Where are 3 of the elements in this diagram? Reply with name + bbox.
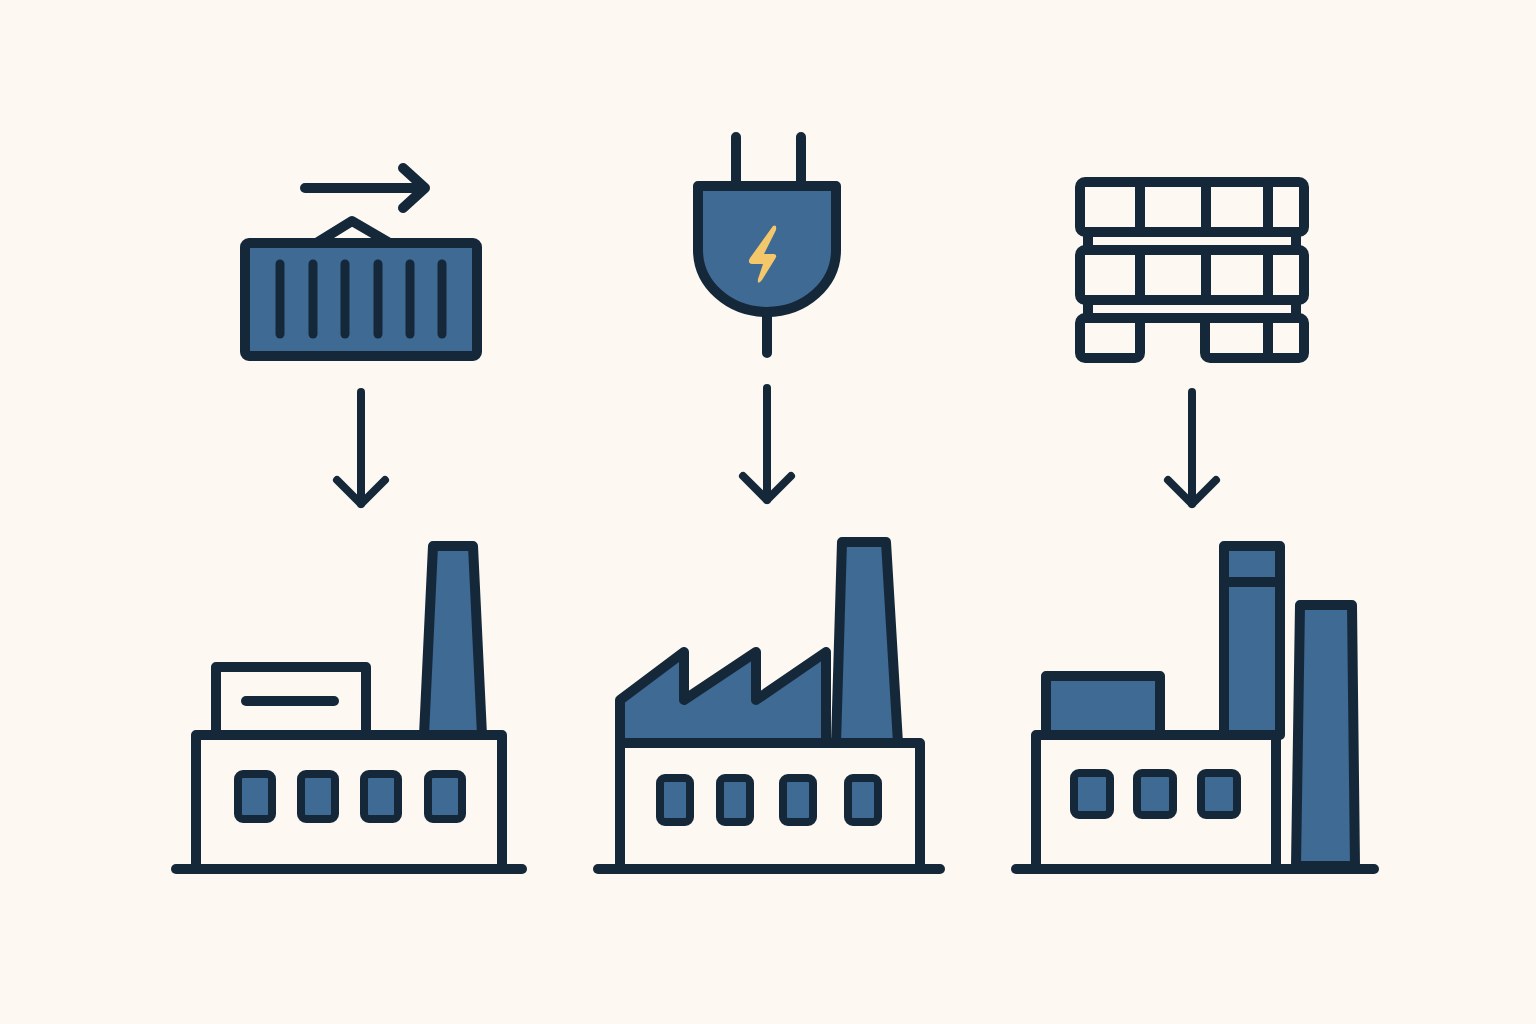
arrow xyxy=(1164,388,1220,508)
arrow xyxy=(739,384,795,504)
arrow xyxy=(333,388,389,508)
